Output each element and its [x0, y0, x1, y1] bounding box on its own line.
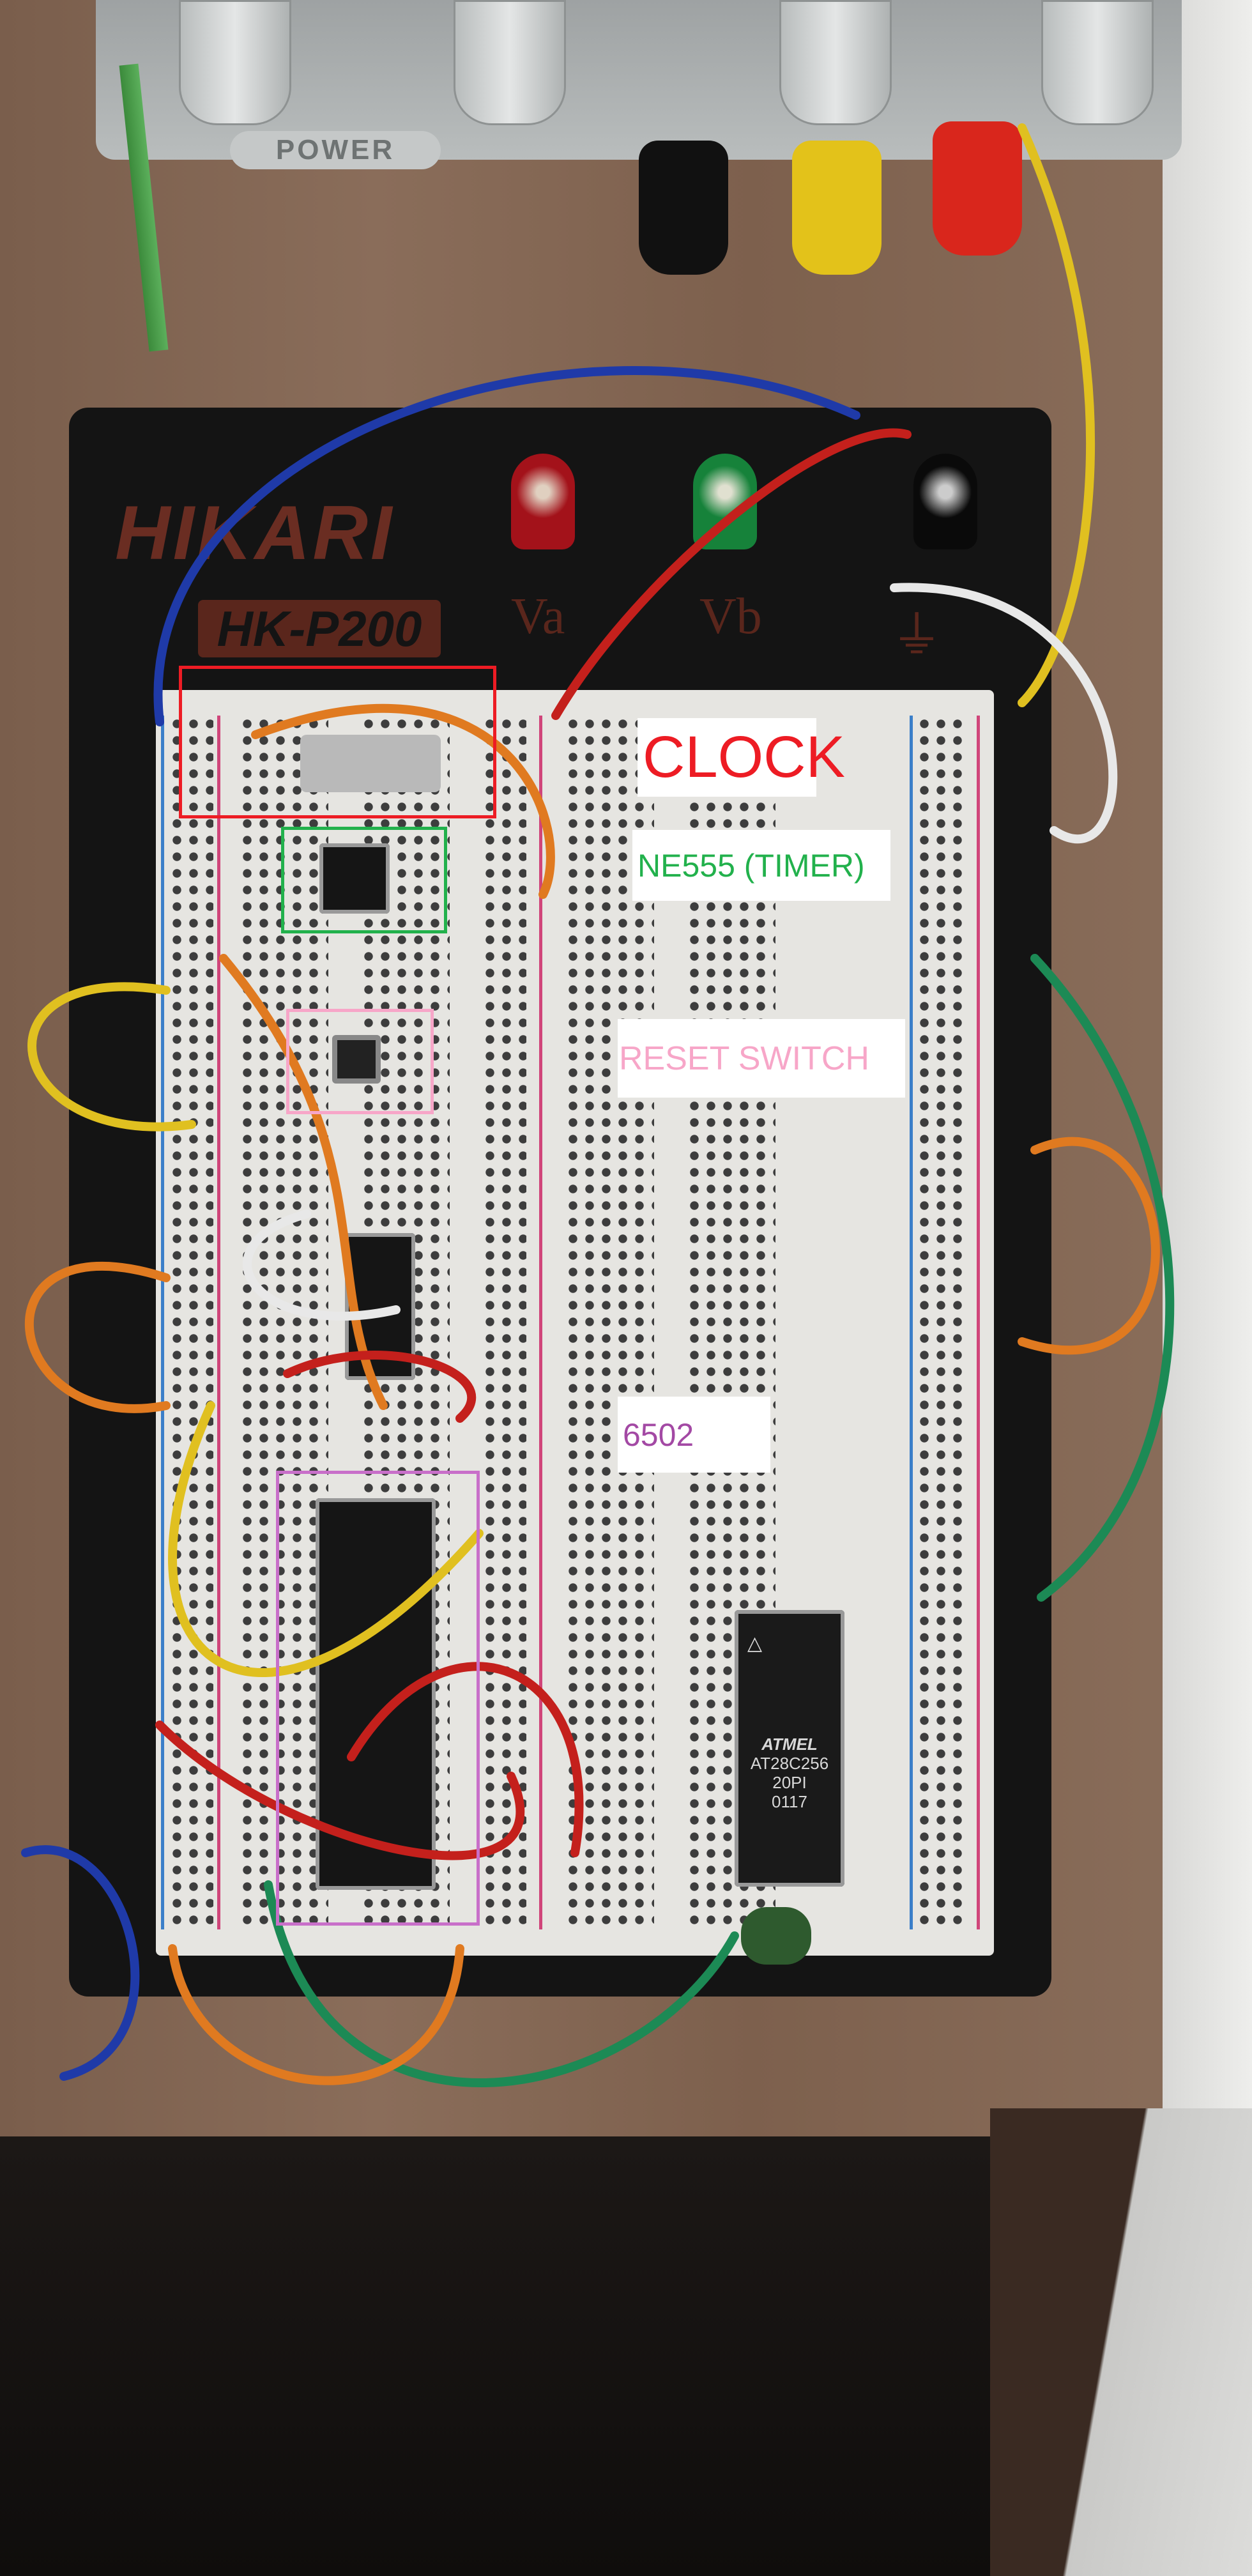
ground-binding-post[interactable] [913, 454, 977, 549]
6502-chip [316, 1498, 436, 1890]
rail-line [217, 716, 220, 1929]
orange-wire [251, 703, 555, 899]
chip-grade: 20PI [772, 1773, 807, 1792]
white-wire [243, 1209, 401, 1321]
blue-wire [153, 366, 860, 726]
6502-label: 6502 [618, 1397, 770, 1473]
blue-wire [21, 1845, 140, 2081]
ne555-chip [319, 843, 390, 914]
red-wire [347, 1662, 584, 1857]
chip-part: AT28C256 [750, 1754, 829, 1773]
terminal-strip [565, 716, 654, 1929]
knob[interactable] [454, 0, 566, 125]
crystal-oscillator [300, 735, 441, 792]
desk-edge [990, 2108, 1252, 2576]
red-wire [551, 428, 912, 720]
yellow-jack [792, 141, 882, 275]
red-binding-post[interactable] [511, 454, 575, 549]
chip-maker: ATMEL [761, 1735, 818, 1754]
6502-highlight-box [276, 1471, 480, 1926]
clock-label: CLOCK [637, 718, 845, 797]
white-wire [890, 583, 1118, 844]
ground-icon: ⏚ [891, 607, 942, 664]
model-label: HK-P200 [198, 600, 441, 657]
red-wire [283, 1351, 476, 1423]
orange-wire [168, 1944, 464, 2085]
knob[interactable] [779, 0, 892, 125]
red-jack [933, 121, 1022, 256]
chip-date-code: 0117 [772, 1792, 807, 1811]
power-rail [482, 716, 526, 1929]
post-label-vb: Vb [699, 588, 762, 645]
ne555-label: NE555 (TIMER) [632, 830, 890, 901]
pin1-triangle-icon: △ [747, 1633, 763, 1654]
yellow-wire [27, 982, 196, 1131]
eeprom-chip: △ ATMEL AT28C256 20PI 0117 [735, 1610, 844, 1887]
orange-wire [24, 1261, 171, 1413]
reset-pushbutton[interactable] [332, 1035, 381, 1084]
power-label: POWER [230, 131, 441, 169]
knob[interactable] [179, 0, 291, 125]
rail-line [977, 716, 980, 1929]
orange-wire [219, 954, 388, 1410]
yellow-wire [168, 1401, 484, 1677]
clock-highlight-box [179, 666, 496, 818]
power-rail [916, 716, 967, 1929]
rail-line [539, 716, 542, 1929]
post-label-va: Va [511, 588, 565, 645]
knob[interactable] [1041, 0, 1154, 125]
black-jack [639, 141, 728, 275]
orange-wire [1018, 1137, 1160, 1355]
rail-line [910, 716, 913, 1929]
reset-switch-label: RESET SWITCH [618, 1019, 905, 1098]
green-capacitor [741, 1907, 811, 1965]
ne555-highlight-box [281, 827, 447, 933]
rail-line [161, 716, 164, 1929]
green-wire [1030, 954, 1175, 1602]
power-rail [169, 716, 213, 1929]
green-wire [264, 1880, 739, 2087]
yellow-wire [1018, 123, 1096, 707]
red-wire [155, 1721, 525, 1860]
reset-switch-highlight-box [286, 1009, 434, 1114]
